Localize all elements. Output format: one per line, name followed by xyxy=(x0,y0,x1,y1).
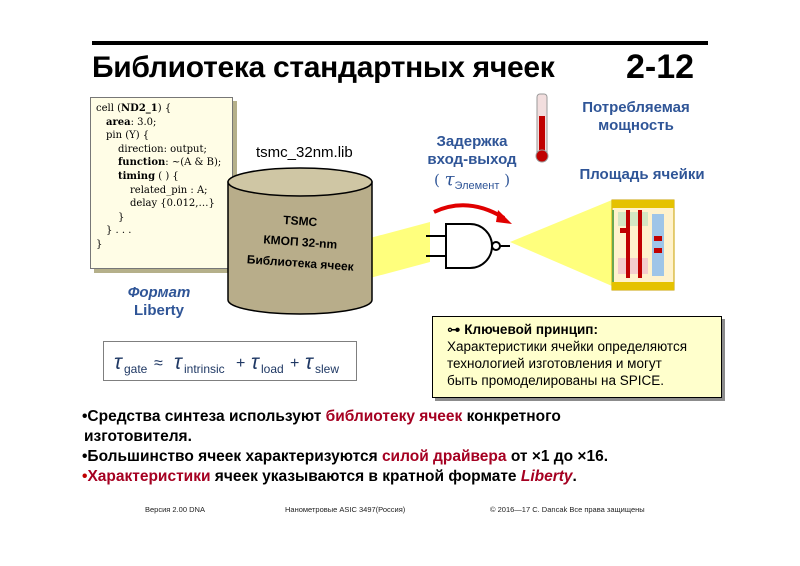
formula-sub-intrinsic: intrinsic xyxy=(184,362,225,376)
key-principle-heading: ⊶ Ключевой принцип: xyxy=(447,322,598,337)
key-principle-line: быть промоделированы на SPICE. xyxy=(447,373,665,388)
format-label: Формат Liberty xyxy=(124,284,194,320)
bullet-list: •Средства синтеза используют библиотеку … xyxy=(82,407,722,487)
formula-tau: τ xyxy=(251,351,260,374)
library-file-name: tsmc_32nm.lib xyxy=(256,144,353,161)
drum-text-1: TSMC xyxy=(283,213,318,229)
formula-tau: τ xyxy=(114,351,123,374)
left-beam xyxy=(370,222,430,278)
footer-course: Нанометровые ASIC 3497(Россия) xyxy=(285,505,406,514)
key-icon: ⊶ xyxy=(447,322,461,337)
bullet-item: •Средства синтеза используют библиотеку … xyxy=(82,408,561,425)
library-drum-icon: TSMC КМОП 32-nm Библиотека ячеек xyxy=(227,167,373,315)
thermometer-icon xyxy=(535,93,549,163)
delay-formula: τ gate ≈ τ intrinsic + τ load + τ slew xyxy=(114,351,339,376)
footer-copyright: © 2016—17 C. Dancak Все права защищены xyxy=(490,505,645,514)
code-line: related_pin : A; xyxy=(130,184,208,196)
title-rule xyxy=(92,41,708,45)
code-line: } xyxy=(96,238,103,250)
bullet-item: •Большинство ячеек характеризуются силой… xyxy=(82,448,609,465)
formula-sub-gate: gate xyxy=(124,362,148,376)
code-line: } . . . xyxy=(106,225,132,237)
bullet-item-continued: изготовителя. xyxy=(84,428,192,445)
cell-layout-icon xyxy=(611,199,675,291)
code-line: timing ( ) { xyxy=(118,170,179,182)
slide-title: Библиотека стандартных ячеек xyxy=(92,51,555,84)
nand-gate-icon xyxy=(426,223,510,269)
key-principle-line: Характеристики ячейки определяются xyxy=(447,339,688,354)
formula-plus: + xyxy=(236,355,245,372)
bullet-item: •Характеристики ячеек указываются в крат… xyxy=(82,468,577,485)
cell-area-label: Площадь ячейки xyxy=(579,166,705,183)
formula-plus: + xyxy=(290,355,299,372)
formula-approx: ≈ xyxy=(154,355,163,372)
code-line: area: 3.0; xyxy=(106,116,157,128)
key-principle-line: технологией изготовления и могут xyxy=(447,356,662,371)
power-label: Потребляемая мощность xyxy=(556,99,716,135)
slide-number: 2-12 xyxy=(626,48,695,86)
delay-symbol: ( τЭлемент ) xyxy=(433,169,511,193)
code-line: function: ~(A & B); xyxy=(118,157,222,169)
code-line: delay {0.012,…} xyxy=(130,198,215,210)
drum-text-2: КМОП 32-nm xyxy=(263,232,338,251)
right-beam xyxy=(510,200,612,286)
footer-version: Версия 2.00 DNA xyxy=(145,505,205,514)
formula-tau: τ xyxy=(305,351,314,374)
liberty-code-box: cell (ND2_1) { area: 3.0; pin (Y) { dire… xyxy=(90,97,233,269)
format-line-2: Liberty xyxy=(133,302,184,319)
delay-label: Задержка вход-выход ( τЭлемент ) xyxy=(408,133,536,193)
code-line: direction: output; xyxy=(118,143,207,155)
key-principle-box: ⊶ Ключевой принцип: Характеристики ячейк… xyxy=(432,316,722,398)
curved-arrow-icon xyxy=(433,203,512,224)
format-line-1: Формат xyxy=(127,284,191,301)
code-line: } xyxy=(118,211,125,223)
power-line-2: мощность xyxy=(598,117,674,134)
delay-line-1: Задержка xyxy=(436,133,508,150)
code-line: pin (Y) { xyxy=(106,130,150,142)
delay-line-2: вход-выход xyxy=(427,151,517,168)
delay-formula-box: τ gate ≈ τ intrinsic + τ load + τ slew xyxy=(103,341,357,381)
formula-tau: τ xyxy=(174,351,183,374)
code-line: cell (ND2_1) { xyxy=(96,103,172,114)
formula-sub-load: load xyxy=(261,362,284,376)
power-line-1: Потребляемая xyxy=(582,99,690,116)
formula-sub-slew: slew xyxy=(315,362,339,376)
